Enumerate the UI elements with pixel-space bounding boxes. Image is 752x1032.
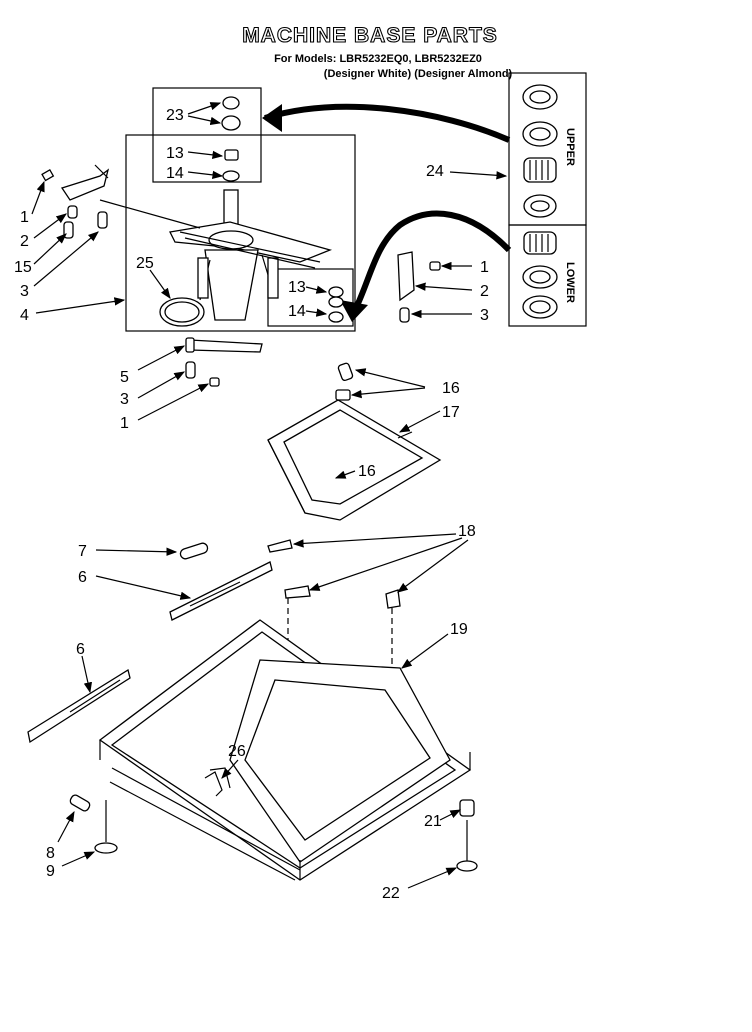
wire-clip-26 — [204, 767, 231, 797]
machine-base-19 — [98, 619, 472, 881]
leg-cap-21 — [459, 799, 475, 817]
callout-5: 5 — [120, 369, 129, 386]
lower-washer-14 — [328, 311, 344, 323]
callout-22: 22 — [382, 885, 400, 902]
callout-1-lower: 1 — [120, 415, 129, 432]
lower-bearing-ring — [522, 265, 558, 289]
callout-9: 9 — [46, 863, 55, 880]
callout-21: 21 — [424, 813, 442, 830]
callout-2-left: 2 — [20, 233, 29, 250]
upper-washer-14 — [222, 170, 240, 182]
lower-arrow — [352, 210, 512, 312]
upper-bearing-washer — [523, 194, 557, 218]
bearing-kit-box: UPPER LOWER — [508, 72, 587, 327]
leveling-leg-22 — [456, 820, 478, 872]
callout-17: 17 — [442, 404, 460, 421]
colors-line: (Designer White) (Designer Almond) — [324, 68, 513, 80]
callout-3-right: 3 — [480, 307, 489, 324]
right-bracket-assembly — [397, 251, 441, 323]
leveling-leg-9 — [94, 800, 118, 854]
callout-13-upper: 13 — [166, 145, 184, 162]
callout-4: 4 — [20, 307, 29, 324]
callout-numbers: 1 2 15 3 4 23 13 14 25 13 14 24 1 2 3 5 … — [14, 107, 489, 902]
callout-14-upper: 14 — [166, 165, 184, 182]
callout-8: 8 — [46, 845, 55, 862]
gearcase-assembly — [99, 189, 333, 321]
callout-2-right: 2 — [480, 283, 489, 300]
callout-26: 26 — [228, 743, 246, 760]
callout-16-mid: 16 — [358, 463, 376, 480]
leg-cap-8 — [69, 794, 91, 812]
callout-19: 19 — [450, 621, 468, 638]
side-rail-6-lower — [27, 668, 131, 744]
upper-bearing-seal — [522, 121, 558, 147]
snubber-16-a — [337, 362, 354, 382]
upper-bearing-roller — [523, 157, 557, 183]
lower-bearing-washer — [522, 295, 558, 319]
callout-1-left: 1 — [20, 209, 29, 226]
upper-seal-13 — [224, 149, 239, 161]
spring-7 — [179, 542, 209, 560]
leader-lines — [31, 102, 508, 889]
callout-23: 23 — [166, 107, 184, 124]
callout-14-lower: 14 — [288, 303, 306, 320]
lower-arrow-head — [340, 300, 368, 322]
left-bracket-assembly — [41, 164, 110, 239]
callout-24: 24 — [426, 163, 444, 180]
snubber-16-b — [335, 389, 351, 401]
top-frame-17 — [267, 399, 442, 521]
callout-16-top: 16 — [442, 380, 460, 397]
callout-25: 25 — [136, 255, 154, 272]
drive-ring-25 — [159, 297, 205, 327]
lower-bearing-roller — [523, 231, 557, 255]
side-rail-6-upper — [169, 561, 273, 621]
clip-18-b — [284, 585, 311, 599]
callout-3-lower: 3 — [120, 391, 129, 408]
page-title: MACHINE BASE PARTS — [242, 24, 498, 47]
upper-arrow — [264, 103, 511, 143]
callout-3-left: 3 — [20, 283, 29, 300]
callout-7: 7 — [78, 543, 87, 560]
gearcase-box — [125, 134, 356, 332]
callout-6-lower: 6 — [76, 641, 85, 658]
lower-strap-assembly — [185, 337, 263, 387]
callout-13-lower: 13 — [288, 279, 306, 296]
lower-label: LOWER — [564, 262, 576, 303]
lower-seal-13 — [328, 286, 344, 308]
callout-1-right: 1 — [480, 259, 489, 276]
models-line: For Models: LBR5232EQ0, LBR5232EZ0 — [274, 53, 482, 65]
callout-6-upper: 6 — [78, 569, 87, 586]
clip-18-a — [267, 539, 293, 553]
callout-18: 18 — [458, 523, 476, 540]
callout-15: 15 — [14, 259, 32, 276]
upper-bearing-box — [152, 87, 262, 183]
upper-bearing-ring — [522, 84, 558, 110]
upper-arrow-head — [262, 104, 282, 132]
clip-18-c — [385, 589, 401, 609]
upper-bearing-23 — [221, 96, 241, 131]
upper-label: UPPER — [564, 128, 576, 166]
